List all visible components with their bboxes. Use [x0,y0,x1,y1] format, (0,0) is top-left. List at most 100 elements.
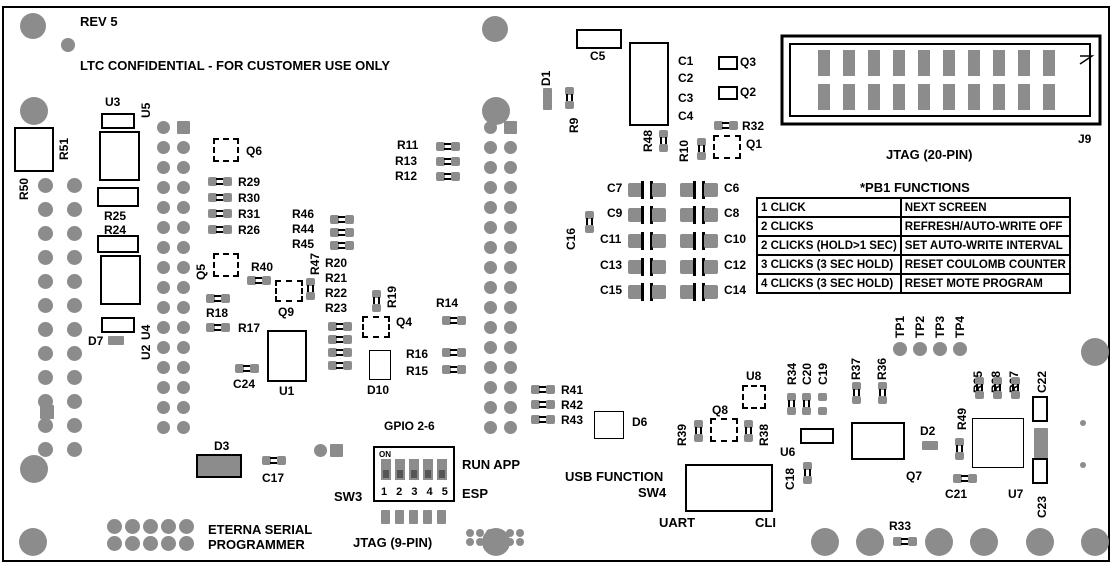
r12-label: R12 [395,169,418,183]
r47-resistor [306,278,315,300]
header-pin [486,529,494,537]
dip-switch-1[interactable] [381,459,391,480]
header-pin [125,519,140,534]
pb1-function: NEXT SCREEN [899,197,1071,218]
header-pin [466,529,474,537]
header-pin [484,221,497,234]
header-pin [161,519,176,534]
c22-c23-capacitor [1034,428,1048,458]
header-pin [125,536,140,551]
header-pin [484,241,497,254]
pb1-function: RESET MOTE PROGRAM [899,273,1071,294]
r9-resistor [565,87,574,109]
header-pin [67,370,82,385]
j9-pin [818,50,830,76]
r51-label: R51 [57,137,71,160]
d2-label: D2 [920,424,936,438]
j9-pin [918,50,930,76]
header-pin [504,161,517,174]
r26-label: R26 [238,223,261,237]
pb1-row: 2 CLICKS (HOLD>1 SEC)SET AUTO-WRITE INTE… [756,235,1071,256]
d6-label: D6 [632,415,648,429]
r37-label: R37 [849,357,863,380]
c20-label: C20 [800,362,814,385]
header-pin [157,301,170,314]
r42-resistor [531,400,555,409]
dip-switch-3[interactable] [409,459,419,480]
tp1-label: TP1 [893,315,907,338]
j9-pin [843,84,855,110]
mounting-hole-top-left [20,13,46,39]
u4-label: U4 [139,324,153,340]
c11-label: C11 [600,232,622,246]
dip-switch-5[interactable] [437,459,447,480]
c18-capacitor [803,462,812,484]
header-pin [157,161,170,174]
j9-label: J9 [1078,132,1092,146]
j9-pin [1043,50,1055,76]
pb1-action: 2 CLICKS [756,216,902,237]
r24-component [97,235,139,253]
sw4-switch[interactable] [685,464,773,512]
d6-diode [594,411,624,439]
resistor [328,335,352,344]
gpio-label: GPIO 2-6 [384,419,435,433]
c8-label: C8 [724,206,740,220]
j9-pin [993,84,1005,110]
header-pin [484,141,497,154]
c24-label: C24 [233,377,256,391]
dip-switch-4[interactable] [423,459,433,480]
u1-component [267,330,307,382]
u7-component [972,418,1024,468]
r25-component [97,187,139,207]
header-pin [177,281,190,294]
mounting-hole [20,97,48,125]
c22-capacitor [1032,396,1048,422]
r47-label: R47 [308,252,322,275]
r15-label: R15 [406,364,429,378]
j9-pin [1018,84,1030,110]
r37-resistor [852,382,861,404]
resistor [328,348,352,357]
header-pin [484,321,497,334]
r19-label: R19 [385,285,399,308]
d7-component [108,336,124,345]
r11-resistor [436,142,460,151]
r26-resistor [208,225,232,234]
header-pin [504,281,517,294]
capacitor [628,181,666,199]
header-pin [177,121,190,134]
r25-label: R25 [104,209,127,223]
header-pin [484,161,497,174]
header-pin [504,241,517,254]
r10-resistor [697,138,706,160]
header-pin [38,346,53,361]
header-pin [143,536,158,551]
header-pin [67,178,82,193]
r40-resistor [247,276,271,285]
q8-component [710,418,738,442]
q9-label: Q9 [278,305,295,319]
c4-label: C4 [678,109,694,123]
mounting-hole [482,16,508,42]
header-pin [484,381,497,394]
header-pin [107,536,122,551]
r40-label: R40 [251,260,274,274]
sw3-dip-switch[interactable]: ON 1 2 3 4 5 [373,446,455,502]
header-pin [177,421,190,434]
c16-label: C16 [564,227,578,250]
mounting-hole [61,38,75,52]
dip-on-label: ON [379,450,391,459]
r31-label: R31 [238,207,261,221]
u8-component [742,385,766,409]
tp2-testpoint [913,342,927,356]
u2-label: U2 [139,344,153,360]
r29-label: R29 [238,175,261,189]
dip-switch-2[interactable] [395,459,405,480]
r22-label: R22 [325,286,348,300]
dip-numbers: 1 2 3 4 5 [381,486,451,498]
pb1-function: REFRESH/AUTO-WRITE OFF [899,216,1071,237]
header-pin [157,121,170,134]
header-pin [177,341,190,354]
